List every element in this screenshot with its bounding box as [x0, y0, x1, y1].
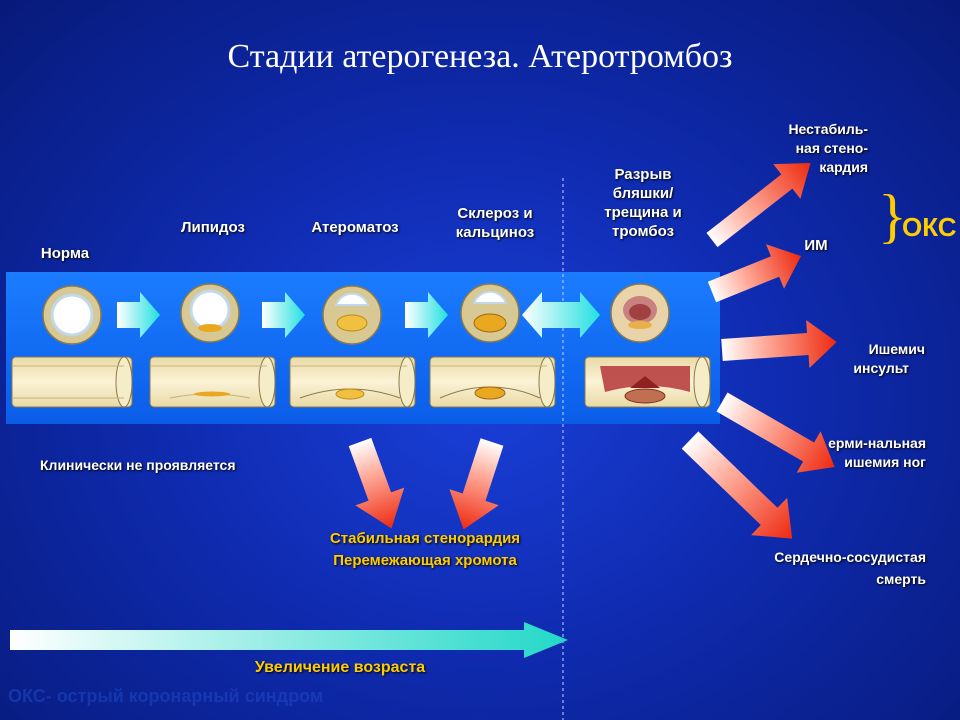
label-razryv-line2: бляшки/ [612, 185, 674, 202]
cross-section-skleroz [460, 283, 520, 343]
arrow-to-limb-ischemia [716, 392, 835, 473]
slide-title: Стадии атерогенеза. Атеротромбоз [227, 38, 733, 75]
label-skleroz-line1: Склероз и [457, 205, 533, 222]
vessel-skleroz [429, 356, 556, 408]
label-skleroz-line2: кальциноз [455, 224, 535, 241]
arrow-to-stable-1 [348, 437, 405, 529]
label-stable-line2: Перемежающая хромота [333, 552, 517, 569]
label-mi: ИМ [804, 237, 828, 254]
vessel-ateromatoz [289, 356, 416, 408]
label-clinically-silent: Клинически не проявляется [40, 457, 236, 473]
label-limb-ischemia: ерми-нальная ишемия ног [800, 434, 926, 472]
vessel-razryv [584, 356, 711, 408]
label-razryv-line4: тромбоз [611, 223, 675, 240]
arrow-to-unstable-angina [706, 163, 811, 248]
label-limb-line1: ерми-нальная [828, 435, 926, 451]
label-age-increase: Увеличение возраста [254, 659, 426, 676]
label-razryv-line1: Разрыв [614, 166, 672, 183]
label-okc: ОКС [902, 212, 957, 242]
arrow-to-stable-2 [449, 438, 504, 530]
arrow-to-stroke [721, 320, 837, 368]
label-unstable-line3: кардия [819, 159, 868, 175]
okc-brace: } [878, 183, 907, 249]
label-stroke-line2: инсульт [853, 360, 909, 376]
arrow-to-cv-death [681, 431, 793, 539]
label-stroke-line1: Ишемич [868, 341, 925, 357]
label-unstable-line2: ная стено- [795, 140, 868, 156]
label-norma: Норма [40, 245, 90, 262]
label-unstable-angina: Нестабиль- ная стено- кардия [740, 120, 868, 177]
label-death-line2: смерть [876, 571, 926, 587]
stage-arrow-double [522, 292, 600, 338]
label-skleroz: Склероз и кальциноз [430, 204, 560, 242]
vessel-lipidoz [149, 356, 276, 408]
label-stable-line1: Стабильная стенорардия [329, 530, 521, 547]
label-unstable-line1: Нестабиль- [788, 121, 868, 137]
label-limb-line2: ишемия ног [844, 454, 926, 470]
label-death-line1: Сердечно-сосудистая [774, 549, 926, 565]
stage-arrow-1 [117, 292, 160, 338]
arrow-to-mi [707, 244, 802, 303]
label-razryv: Разрыв бляшки/ трещина и тромбоз [578, 165, 708, 241]
label-cv-death: Сердечно-сосудистая смерть [740, 546, 926, 590]
cross-section-ateromatoz [322, 285, 382, 345]
label-stable-manifestations: Стабильная стенорардия Перемежающая хром… [300, 528, 550, 572]
age-arrow [10, 622, 568, 658]
cross-section-norma [42, 285, 102, 345]
label-lipidoz: Липидоз [181, 219, 245, 236]
vessel-norma [11, 356, 133, 408]
footnote: ОКС- острый коронарный синдром [8, 686, 324, 706]
stage-arrow-3 [405, 292, 448, 338]
cross-section-razryv [610, 283, 670, 343]
stage-arrow-2 [262, 292, 305, 338]
cross-section-lipidoz [180, 283, 240, 343]
label-stroke: Ишемич инсульт [800, 340, 925, 378]
label-razryv-line3: трещина и [604, 204, 682, 221]
label-ateromatoz: Атероматоз [311, 219, 399, 236]
